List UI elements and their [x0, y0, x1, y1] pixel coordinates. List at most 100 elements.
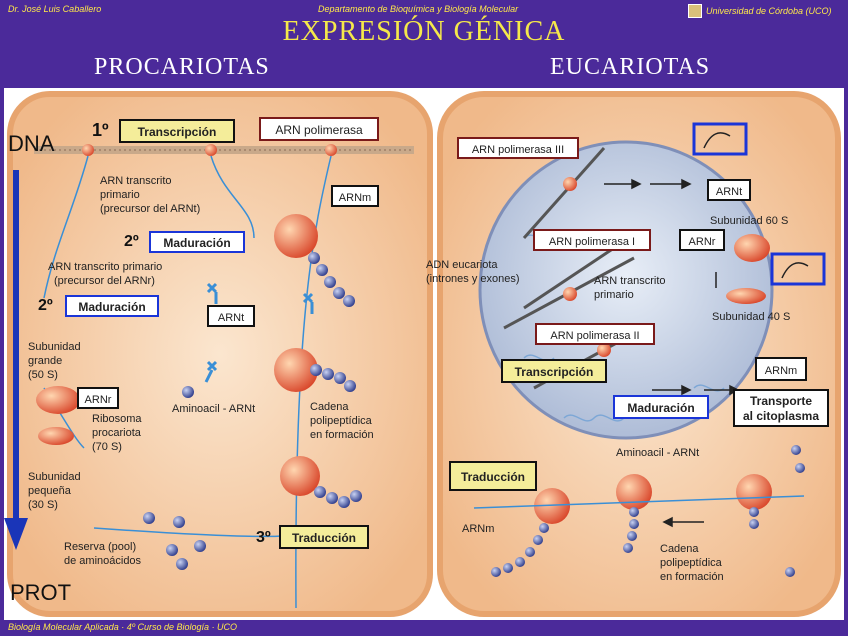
euk-arnt-box	[707, 179, 751, 201]
arn-pol-3-label: ARN polimerasa III	[472, 144, 564, 156]
arn-pol-2-box	[535, 323, 655, 345]
university-block: Universidad de Córdoba (UCO)	[688, 4, 832, 18]
maduracion-label-1: Maduración	[163, 236, 230, 250]
prokaryote-title: PROCARIOTAS	[94, 54, 270, 80]
arnr-box	[77, 387, 119, 409]
polymerase-dot	[597, 343, 611, 357]
gene-expression-diagram: DNA PROT 1º Transcripción ARN polimerasa…	[4, 91, 841, 617]
large-subunit	[36, 386, 80, 414]
trna-icon	[204, 282, 314, 383]
rna-polymerase-dot	[82, 144, 94, 156]
arnm-box	[331, 185, 379, 207]
rna-polymerase-dot	[325, 144, 337, 156]
transporte-label-1: Transporte	[750, 394, 812, 408]
dna-label: DNA	[8, 131, 55, 156]
ribosome	[274, 214, 318, 258]
step-3-label: 3º	[256, 529, 271, 546]
ribosoma-3: (70 S)	[92, 441, 122, 453]
euk-maduracion-label: Maduración	[627, 401, 694, 415]
arn-transcrito-label-2: primario	[100, 189, 140, 201]
euk-cadena-1: Cadena	[660, 543, 699, 555]
arn-pol-1-box	[533, 229, 651, 251]
transcripcion-label: Transcripción	[138, 125, 217, 139]
traduccion-box	[279, 525, 369, 549]
arnt-label: ARNt	[218, 312, 244, 324]
ribosoma-1: Ribosoma	[92, 413, 142, 425]
eukaryote-title: EUCARIOTAS	[550, 54, 711, 80]
euk-arnm-2-label: ARNm	[462, 523, 494, 535]
arn-trans-label-1: ARN transcrito	[594, 275, 666, 287]
ribosome	[616, 474, 652, 510]
transport-arrow-icon	[703, 132, 731, 149]
mrna-strand	[473, 495, 805, 509]
cadena-2: polipeptídica	[310, 415, 373, 427]
transcripcion-box	[119, 119, 235, 143]
rna-polymerase-dot	[205, 144, 217, 156]
subunidad-grande-1: Subunidad	[28, 341, 81, 353]
ribosome	[280, 456, 320, 496]
polypeptide-chain	[491, 445, 805, 577]
rrna-transport-box	[770, 252, 826, 286]
ribosoma-2: procariota	[92, 427, 142, 439]
subunidad-peq-3: (30 S)	[28, 499, 58, 511]
prot-label: PROT	[10, 580, 71, 605]
subunidad-grande-3: (50 S)	[28, 369, 58, 381]
small-subunit	[38, 427, 74, 445]
reserva-1: Reserva (pool)	[64, 541, 136, 553]
euk-arnm-box	[755, 357, 807, 381]
arn-transcrito-label-1: ARN transcrito	[100, 175, 172, 187]
maduracion-box-1	[149, 231, 245, 253]
footer-text: Biología Molecular Aplicada · 4º Curso d…	[8, 622, 238, 632]
polypeptide-chain	[143, 252, 362, 570]
university-text: Universidad de Córdoba (UCO)	[706, 6, 832, 16]
arn-primario-label-1: ARN transcrito primario	[48, 261, 162, 273]
reserva-2: de aminoácidos	[64, 555, 142, 567]
euk-cadena-3: en formación	[660, 571, 724, 583]
flow-arrows	[604, 178, 740, 528]
subunidad-peq-1: Subunidad	[28, 471, 81, 483]
subunidad-60-label: Subunidad 60 S	[710, 215, 788, 227]
ribosome	[274, 348, 318, 392]
aminoacil-label: Aminoacil - ARNt	[172, 403, 255, 415]
euk-arnr-box	[679, 229, 725, 251]
ribosome	[736, 474, 772, 510]
euk-maduracion-box	[613, 395, 709, 419]
rna-strand	[210, 155, 255, 239]
arn-transcrito-label-3: (precursor del ARNt)	[100, 203, 200, 215]
prokaryote-cell	[7, 91, 433, 617]
page-title: EXPRESIÓN GÉNICA	[282, 16, 566, 47]
euk-cadena-2: polipeptídica	[660, 557, 723, 569]
rna-strand	[43, 155, 89, 299]
step-2b-label: 2º	[38, 297, 53, 314]
transport-arrow-icon	[781, 262, 809, 279]
subunidad-peq-2: pequeña	[28, 485, 72, 497]
flow-arrow-head	[4, 518, 28, 550]
author-text: Dr. José Luis Caballero	[8, 4, 102, 14]
euk-arnm-label: ARNm	[765, 365, 797, 377]
euk-traduccion-label: Traducción	[461, 470, 525, 484]
euk-transcripcion-box	[501, 359, 607, 383]
department-text: Departamento de Bioquímica y Biología Mo…	[318, 4, 519, 14]
euk-arnr-label: ARNr	[689, 236, 716, 248]
adn-label-2: (intrones y exones)	[426, 273, 520, 285]
arn-polimerasa-box	[259, 117, 379, 141]
traduccion-label: Traducción	[292, 531, 356, 545]
arn-primario-label-2: (precursor del ARNr)	[54, 275, 155, 287]
cadena-1: Cadena	[310, 401, 349, 413]
arn-pol-3-box	[457, 137, 579, 159]
euk-transcripcion-label: Transcripción	[515, 365, 594, 379]
euk-aminoacil-label: Aminoacil - ARNt	[616, 447, 699, 459]
trna-transport-box	[692, 122, 748, 156]
arn-pol-1-label: ARN polimerasa I	[549, 236, 635, 248]
rna-strand	[93, 527, 285, 538]
cadena-3: en formación	[310, 429, 374, 441]
arn-pol-2-label: ARN polimerasa II	[550, 330, 639, 342]
subunidad-grande-2: grande	[28, 355, 62, 367]
euk-arnt-label: ARNt	[716, 186, 742, 198]
arnr-label: ARNr	[85, 394, 112, 406]
adn-label-1: ADN eucariota	[426, 259, 498, 271]
step-1-label: 1º	[92, 120, 109, 140]
maduracion-label-2: Maduración	[78, 300, 145, 314]
university-crest-icon	[688, 4, 702, 18]
maduracion-box-2	[65, 295, 159, 317]
